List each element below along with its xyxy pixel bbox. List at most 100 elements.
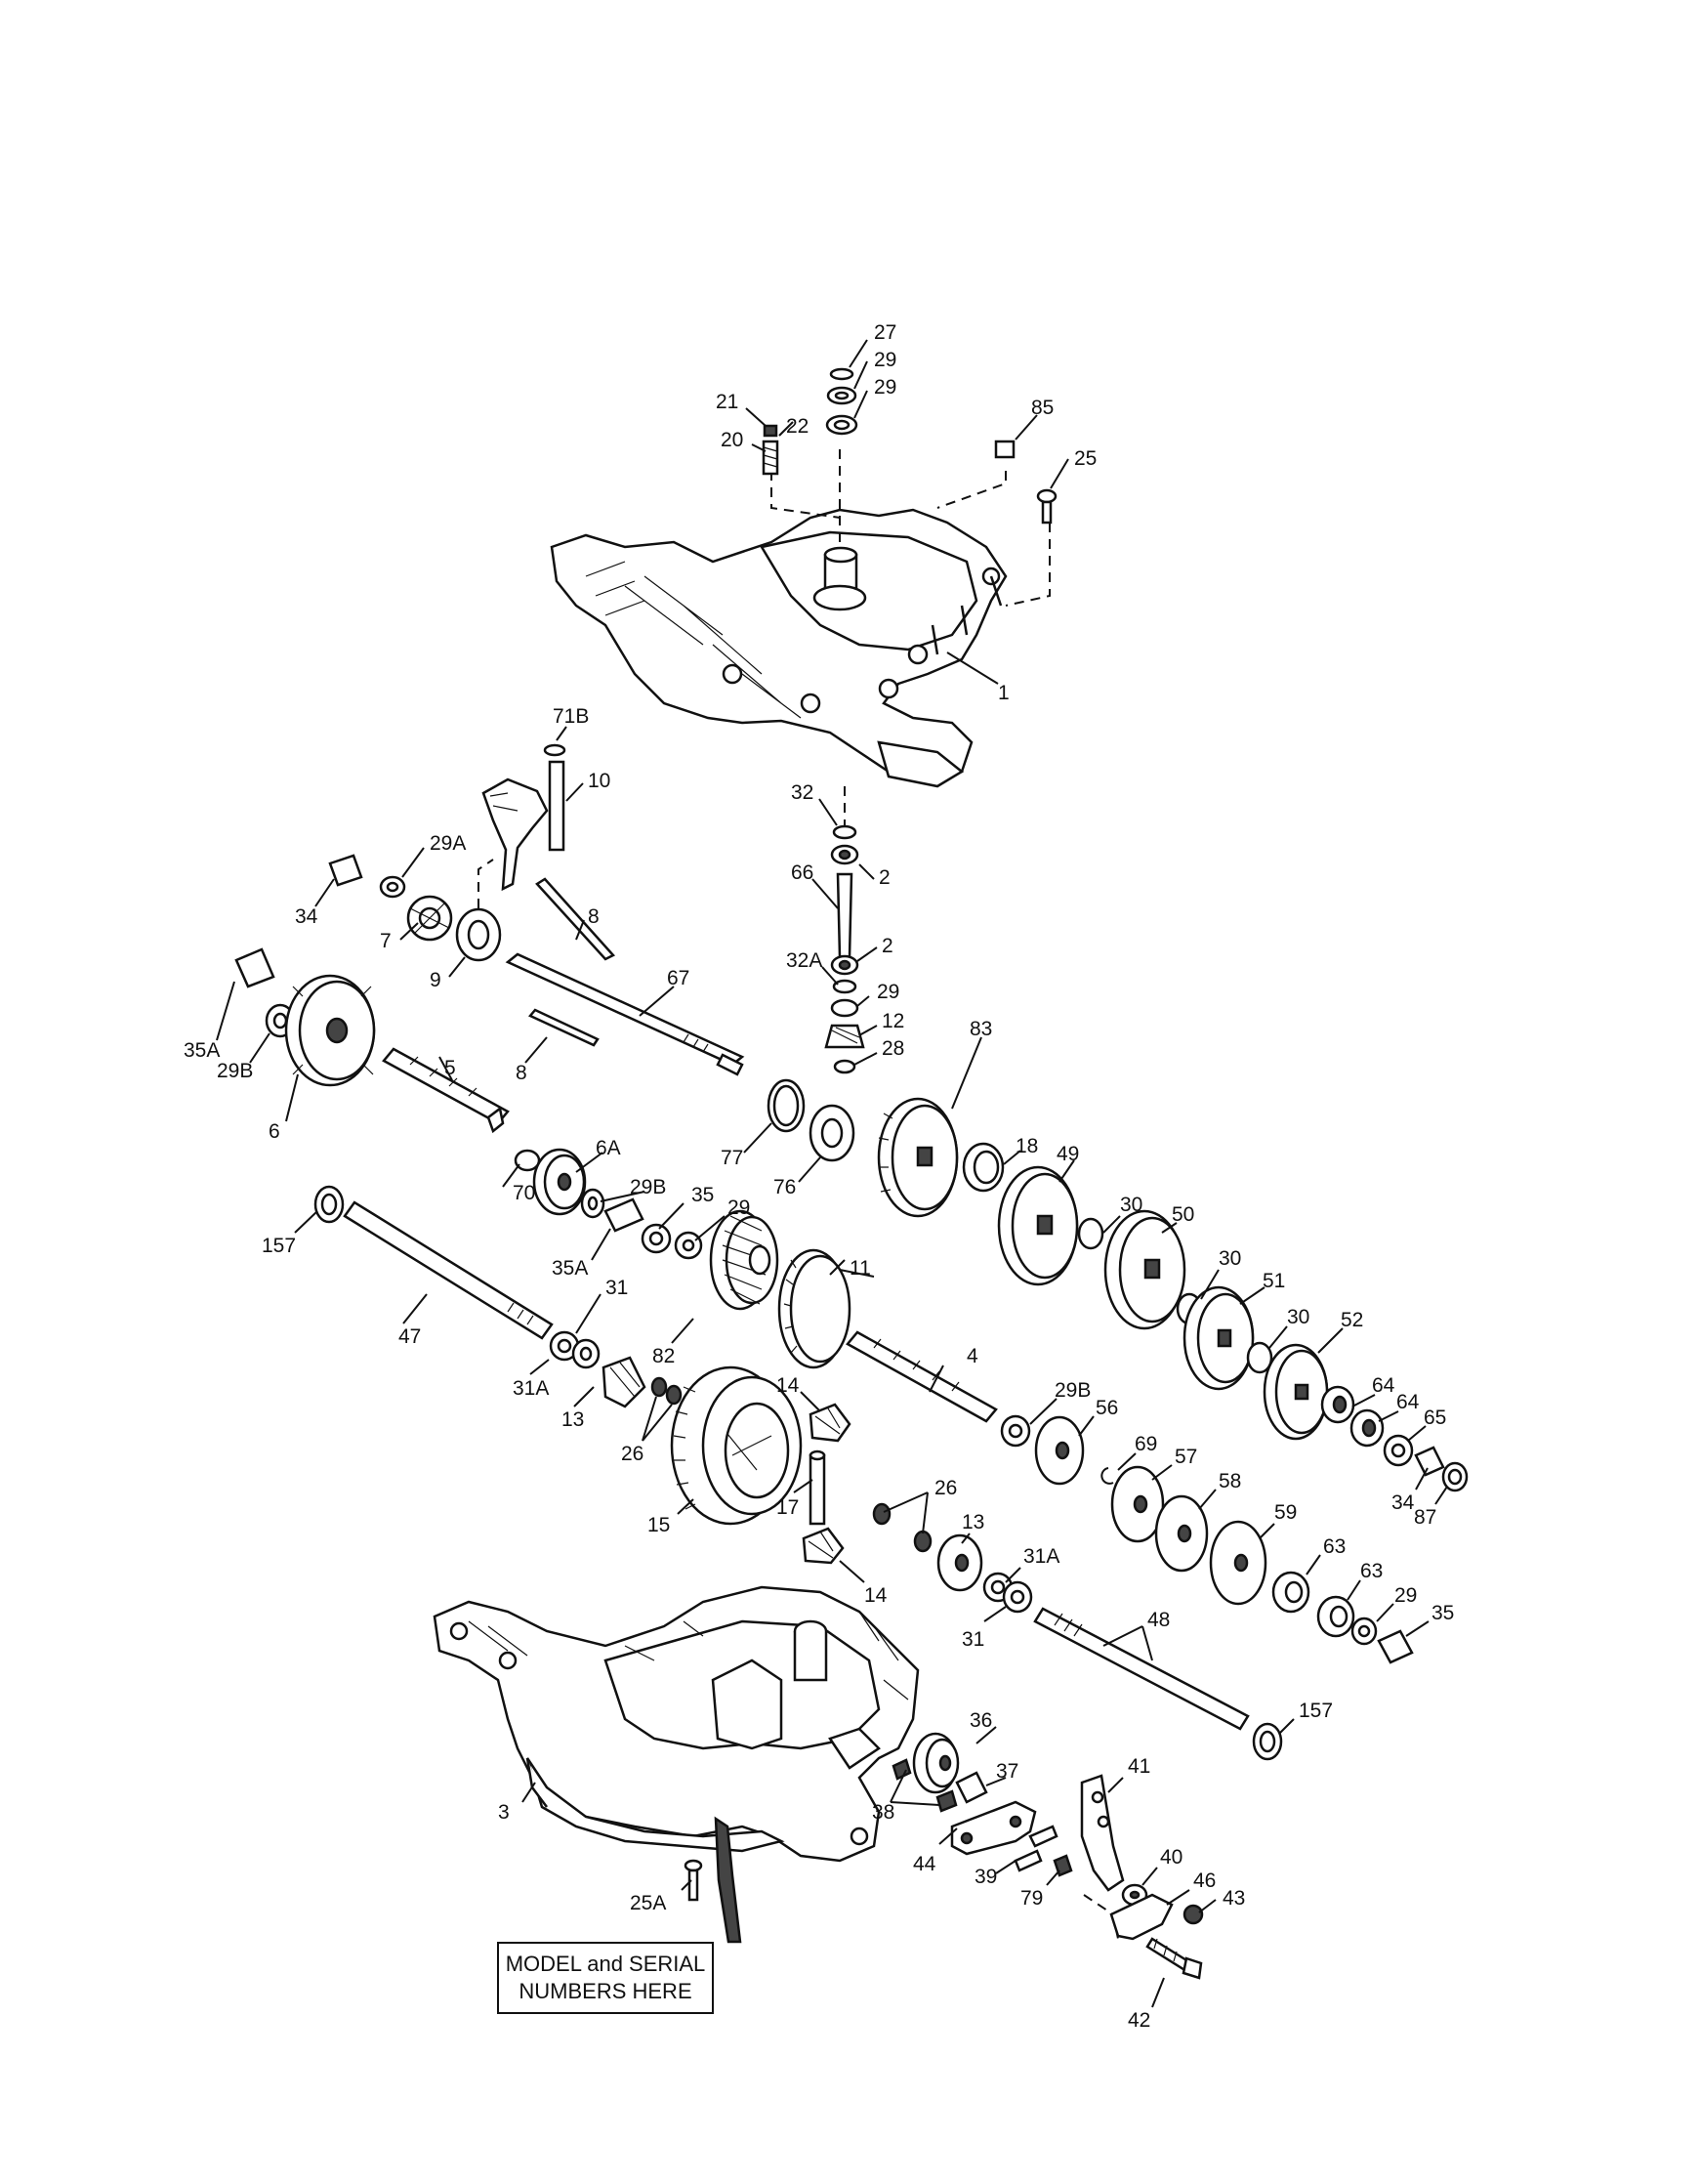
label-26: 26: [934, 1477, 957, 1499]
label-18: 18: [1016, 1135, 1038, 1157]
label-29b: 29B: [217, 1060, 253, 1082]
part-85-plug: [994, 440, 1016, 459]
part-17-pin: [809, 1453, 826, 1526]
part-26-washer: [650, 1376, 668, 1398]
part-14-pinion: [809, 1403, 851, 1443]
label-46: 46: [1193, 1869, 1216, 1892]
label-34: 34: [1391, 1491, 1415, 1514]
part-8-key: [535, 877, 616, 961]
part-11-gear: [777, 1248, 851, 1369]
part-43-nut: [1182, 1904, 1204, 1925]
label-20: 20: [721, 429, 743, 451]
label-63: 63: [1323, 1535, 1346, 1558]
label-29b: 29B: [630, 1176, 666, 1198]
label-7: 7: [380, 930, 392, 952]
part-59-gear: [1209, 1520, 1267, 1606]
label-65: 65: [1424, 1407, 1446, 1429]
label-6a: 6A: [596, 1137, 621, 1159]
label-34: 34: [295, 905, 318, 928]
part-48-shaft: [1033, 1607, 1250, 1731]
label-4: 4: [967, 1345, 978, 1367]
label-67: 67: [667, 967, 689, 989]
label-13: 13: [561, 1408, 584, 1431]
label-47: 47: [398, 1325, 421, 1348]
label-15: 15: [647, 1514, 670, 1536]
label-35a: 35A: [184, 1039, 220, 1062]
label-43: 43: [1223, 1887, 1245, 1910]
part-47-shaft: [343, 1200, 554, 1340]
part-83-gear: [877, 1097, 959, 1218]
part-67-shaft: [505, 952, 745, 1076]
label-36: 36: [970, 1709, 992, 1732]
label-52: 52: [1341, 1309, 1363, 1331]
part-21-cap: [763, 424, 778, 438]
label-1: 1: [998, 682, 1010, 704]
label-87: 87: [1414, 1506, 1436, 1529]
part-41-brake-arm: [1080, 1774, 1125, 1892]
label-2: 2: [879, 866, 891, 889]
part-30-ring: [1077, 1217, 1104, 1250]
label-157: 157: [1299, 1700, 1333, 1722]
part-46-bracket: [1109, 1893, 1174, 1941]
label-14: 14: [776, 1374, 800, 1397]
label-82: 82: [652, 1345, 675, 1367]
label-71b: 71B: [553, 705, 589, 728]
part-39-pin: [1028, 1825, 1058, 1848]
label-31a: 31A: [513, 1377, 549, 1400]
part-38-spring: [892, 1758, 912, 1781]
part-82-gear: [709, 1209, 779, 1311]
label-22: 22: [786, 415, 809, 438]
label-64: 64: [1396, 1391, 1420, 1413]
label-76: 76: [773, 1176, 796, 1198]
part-39-pin: [1014, 1849, 1043, 1872]
part-6-gear: [284, 974, 376, 1087]
part-32a-ring: [832, 979, 857, 994]
label-35: 35: [691, 1184, 714, 1206]
label-31: 31: [605, 1277, 628, 1299]
label-48: 48: [1147, 1609, 1170, 1631]
label-17: 17: [776, 1496, 799, 1519]
label-35a: 35A: [552, 1257, 588, 1280]
label-69: 69: [1135, 1433, 1157, 1455]
part-34-bushing: [328, 854, 363, 887]
label-29: 29: [874, 349, 896, 371]
label-37: 37: [996, 1760, 1018, 1783]
part-27-nut: [829, 367, 854, 381]
part-13-gear: [936, 1533, 983, 1592]
label-39: 39: [975, 1866, 997, 1888]
model-serial-callout: MODEL and SERIAL NUMBERS HERE: [497, 1942, 714, 2014]
label-32a: 32A: [786, 949, 822, 972]
part-42-bolt: [1145, 1937, 1203, 1980]
part-58-gear: [1154, 1494, 1209, 1573]
label-49: 49: [1057, 1143, 1079, 1165]
part-52-gear: [1263, 1343, 1329, 1441]
label-64: 64: [1372, 1374, 1395, 1397]
label-29b: 29B: [1055, 1379, 1091, 1402]
label-77: 77: [721, 1147, 743, 1169]
part-26-washer: [665, 1384, 683, 1406]
label-29: 29: [877, 981, 899, 1003]
label-14: 14: [864, 1584, 888, 1607]
label-9: 9: [430, 969, 441, 991]
label-3: 3: [498, 1801, 510, 1824]
label-30: 30: [1219, 1247, 1241, 1270]
part-35-bushing: [1377, 1629, 1414, 1664]
part-34-bushing: [1414, 1446, 1445, 1477]
label-6: 6: [269, 1120, 280, 1143]
part-4-shaft: [846, 1330, 998, 1423]
label-56: 56: [1096, 1397, 1118, 1419]
label-29a: 29A: [430, 832, 466, 855]
label-42: 42: [1128, 2009, 1150, 2032]
label-41: 41: [1128, 1755, 1150, 1778]
label-29: 29: [1394, 1584, 1417, 1607]
part-35a-bushing: [603, 1197, 644, 1233]
part-12-bevel-gear: [824, 1024, 865, 1049]
callout-line-1: MODEL and SERIAL: [505, 1952, 706, 1976]
label-83: 83: [970, 1018, 992, 1040]
label-32: 32: [791, 781, 813, 804]
label-29: 29: [727, 1197, 750, 1219]
label-50: 50: [1172, 1203, 1194, 1226]
label-5: 5: [444, 1057, 456, 1079]
part-69-clip: [1100, 1467, 1114, 1485]
part-25-bolt: [1036, 488, 1058, 504]
